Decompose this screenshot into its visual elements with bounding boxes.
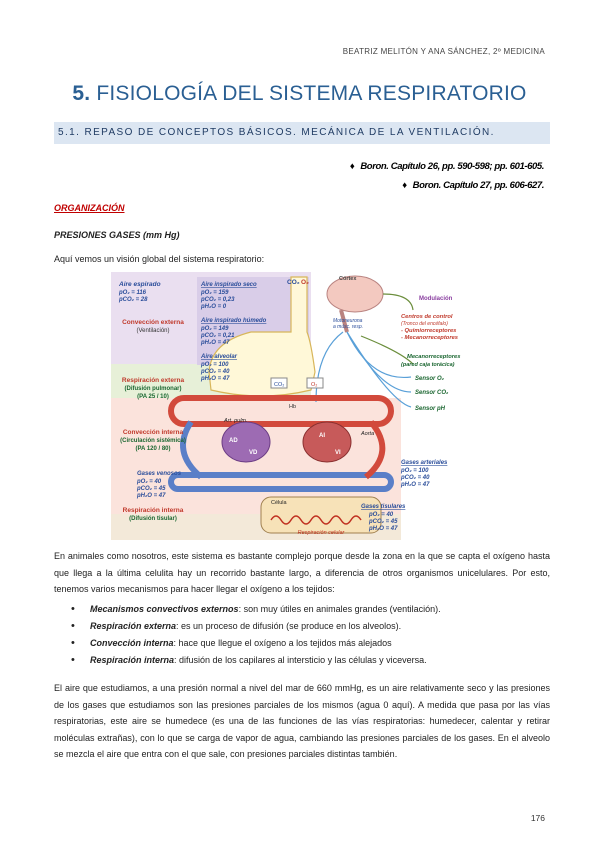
hb-label: Hb bbox=[289, 404, 296, 410]
respiracion-celular-label: Respiración celular bbox=[298, 530, 346, 536]
chapter-number: 5. bbox=[72, 82, 91, 105]
paragraph-aire: El aire que estudiamos, a una presión no… bbox=[54, 683, 550, 760]
ai-label: AI bbox=[319, 433, 325, 439]
list-item: Respiración externa: es un proceso de di… bbox=[54, 618, 550, 635]
fig-value: pCO₂ = 0,23 bbox=[200, 297, 235, 303]
sensor-o2-label: Sensor O₂ bbox=[415, 376, 445, 382]
presiones-heading: PRESIONES GASES (mm Hg) bbox=[54, 230, 180, 240]
respiracion-externa-label: Respiración externa bbox=[122, 377, 185, 384]
organizacion-heading: ORGANIZACIÓN bbox=[54, 203, 125, 213]
mecanorreceptores-label: Mecanorreceptores bbox=[407, 354, 461, 360]
gases-venosos-label: Gases venosos bbox=[137, 471, 182, 477]
gases-arteriales-label: Gases arteriales bbox=[401, 460, 448, 466]
mechanism-list: Mecanismos convectivos externos: son muy… bbox=[54, 601, 550, 669]
aire-inspirado-humedo-label: Aire inspirado húmedo bbox=[200, 318, 267, 324]
fig-sublabel: (Tronco del encéfalo) bbox=[401, 321, 448, 327]
aorta-label: Aorta bbox=[360, 431, 374, 437]
o2-box: O₂ bbox=[311, 382, 317, 388]
fig-value: pCO₂ = 28 bbox=[118, 297, 148, 303]
list-item: Convección interna: hace que llegue el o… bbox=[54, 635, 550, 652]
fig-value: pO₂ = 116 bbox=[118, 290, 147, 296]
aire-inspirado-seco-label: Aire inspirado seco bbox=[200, 282, 257, 288]
list-item: Respiración interna: difusión de los cap… bbox=[54, 652, 550, 669]
gases-tisulares-label: Gases tisulares bbox=[361, 504, 406, 510]
page-number: 176 bbox=[530, 813, 545, 823]
fig-sublabel: (PA 25 / 10) bbox=[137, 394, 169, 400]
page-header: BEATRIZ MELITÓN Y ANA SÁNCHEZ, 2º MEDICI… bbox=[342, 47, 545, 56]
fig-sublabel: (pared caja torácica) bbox=[401, 362, 455, 368]
fig-value: pCO₂ = 45 bbox=[136, 486, 166, 492]
fig-value: pH₂O = 47 bbox=[200, 340, 230, 346]
fig-sublabel: a músc. resp. bbox=[333, 324, 363, 330]
fig-sublabel: (PA 120 / 80) bbox=[135, 446, 170, 452]
reference-2: ♦Boron. Capítulo 27, pp. 606-627. bbox=[402, 180, 544, 191]
fig-value: pH₂O = 0 bbox=[200, 304, 227, 310]
fig-sublabel: (Ventilación) bbox=[136, 328, 169, 334]
fig-value: pCO₂ = 40 bbox=[200, 369, 230, 375]
fig-value: pO₂ = 100 bbox=[200, 362, 229, 368]
motoneurona-label: Motoneurona bbox=[333, 318, 363, 324]
reference-1: ♦Boron. Capítulo 26, pp. 590-598; pp. 60… bbox=[349, 161, 545, 172]
chapter-title-text: FISIOLOGÍA DEL SISTEMA RESPIRATORIO bbox=[96, 82, 527, 105]
modulacion-label: Modulación bbox=[419, 296, 453, 302]
fig-value: pCO₂ = 40 bbox=[400, 475, 430, 481]
section-heading: 5.1. REPASO DE CONCEPTOS BÁSICOS. MECÁNI… bbox=[54, 122, 550, 144]
centros-control-label: Centros de control bbox=[401, 314, 453, 320]
fig-sublabel: (Difusión tisular) bbox=[129, 516, 177, 522]
o2-label: O₂ bbox=[301, 279, 309, 286]
vi-label: VI bbox=[335, 450, 341, 456]
fig-value: pH₂O = 47 bbox=[400, 482, 430, 488]
respiracion-interna-label: Respiración interna bbox=[123, 507, 184, 514]
fig-value: pO₂ = 100 bbox=[400, 468, 429, 474]
co2-box: CO₂ bbox=[274, 382, 284, 388]
fig-sublabel: - Mecanorreceptores bbox=[401, 335, 459, 341]
fig-value: pO₂ = 40 bbox=[136, 479, 162, 485]
art-pulm-label: Art. pulm. bbox=[223, 418, 248, 424]
sensor-ph-label: Sensor pH bbox=[415, 406, 446, 412]
fig-value: pO₂ = 40 bbox=[368, 512, 394, 518]
fig-value: pCO₂ = 0,21 bbox=[200, 333, 235, 339]
fig-value: pO₂ = 149 bbox=[200, 326, 229, 332]
fig-value: pO₂ = 159 bbox=[200, 290, 229, 296]
fig-sublabel: (Circulación sistémica) bbox=[120, 438, 186, 444]
aire-espirado-label: Aire espirado bbox=[118, 281, 161, 288]
fig-sublabel: - Quimiorreceptores bbox=[401, 328, 457, 334]
fig-value: pH₂O = 47 bbox=[368, 526, 398, 532]
list-item: Mecanismos convectivos externos: son muy… bbox=[54, 601, 550, 618]
fig-sublabel: (Difusión pulmonar) bbox=[125, 386, 182, 392]
fig-value: pH₂O = 47 bbox=[136, 493, 166, 499]
sensor-co2-label: Sensor CO₂ bbox=[415, 390, 449, 396]
ad-label: AD bbox=[229, 438, 238, 444]
fig-value: pCO₂ = 45 bbox=[368, 519, 398, 525]
intro-text: Aquí vemos un visión global del sistema … bbox=[54, 254, 265, 264]
co2-label: CO₂ bbox=[287, 279, 300, 286]
celula-label: Célula bbox=[271, 500, 288, 506]
fig-value: pH₂O = 47 bbox=[200, 376, 230, 382]
references: ♦Boron. Capítulo 26, pp. 590-598; pp. 60… bbox=[349, 157, 545, 195]
respiratory-system-figure: Aire espirado pO₂ = 116 pCO₂ = 28 Convec… bbox=[111, 272, 484, 540]
conveccion-interna-label: Convección interna bbox=[123, 429, 184, 436]
vd-label: VD bbox=[249, 450, 258, 456]
aire-alveolar-label: Aire alveolar bbox=[200, 354, 238, 360]
chapter-title: 5. FISIOLOGÍA DEL SISTEMA RESPIRATORIO bbox=[0, 82, 599, 106]
conveccion-externa-label: Convección externa bbox=[122, 319, 184, 326]
cortex-label: Córtex bbox=[339, 276, 357, 282]
paragraph-mecanismos: En animales como nosotros, este sistema … bbox=[54, 551, 550, 595]
